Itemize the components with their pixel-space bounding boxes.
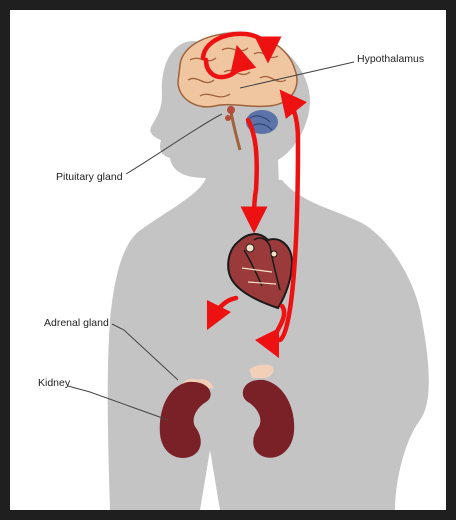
hypothalamus-label: Hypothalamus xyxy=(357,53,424,65)
hypothalamus-region xyxy=(227,106,235,114)
adrenal-gland-label: Adrenal gland xyxy=(44,317,109,329)
endocrine-diagram: Hypothalamus Pituitary gland Adrenal gla… xyxy=(10,10,446,510)
pituitary-gland-label: Pituitary gland xyxy=(56,171,123,183)
kidney-label: Kidney xyxy=(38,377,71,389)
pituitary-region xyxy=(225,115,231,121)
diagram-panel: Hypothalamus Pituitary gland Adrenal gla… xyxy=(10,10,446,510)
